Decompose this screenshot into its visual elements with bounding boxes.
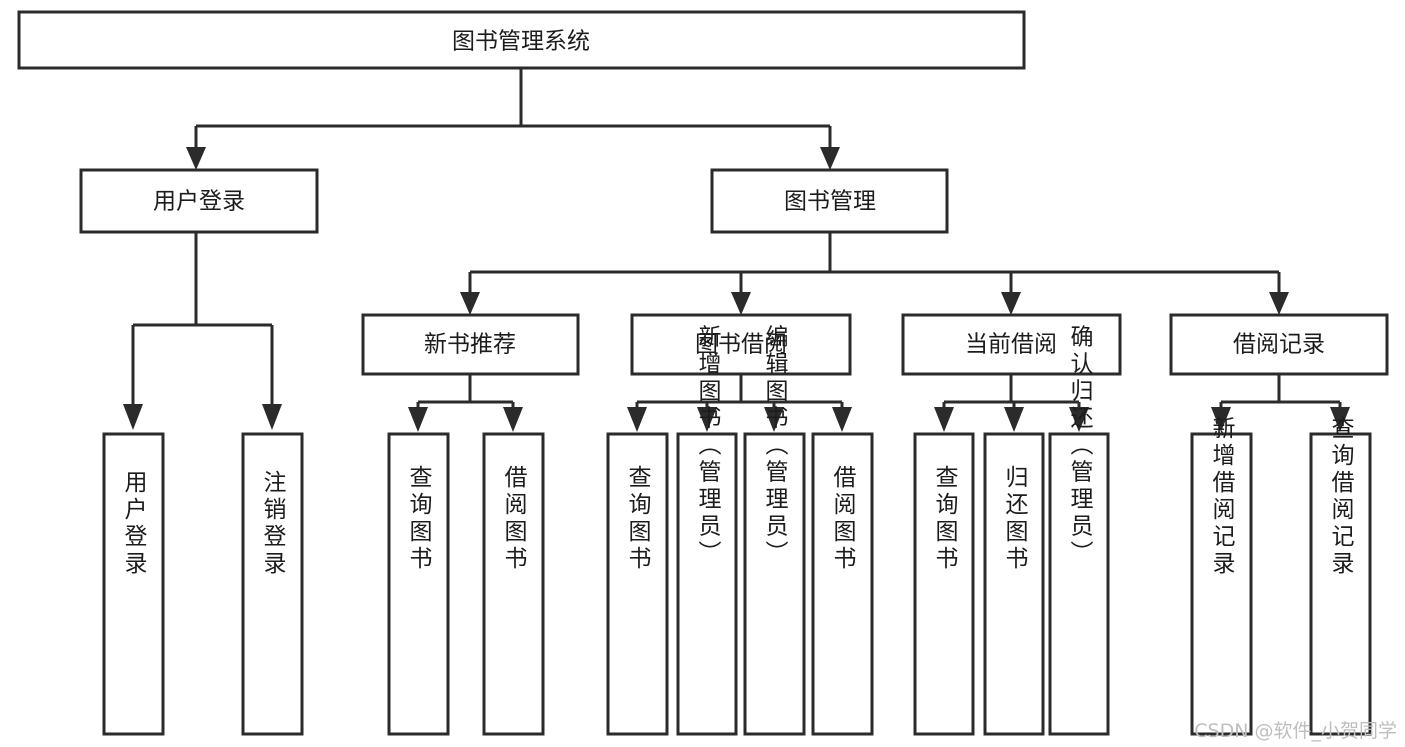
node-leaf-borrow-book-2[interactable]: 借阅图书 — [811, 432, 874, 736]
node-leaf-edit-book-label: 编辑图书（管理员） — [761, 325, 789, 568]
node-leaf-return-book-box[interactable] — [983, 432, 1045, 736]
node-leaf-query-book-3[interactable]: 查询图书 — [913, 432, 975, 736]
node-root-box[interactable] — [17, 10, 1026, 70]
node-leaf-edit-book-box[interactable] — [743, 432, 806, 736]
node-root-label: 图书管理系统 — [452, 29, 590, 55]
node-leaf-confirm-return[interactable]: 确认归还（管理员） — [1048, 325, 1110, 736]
node-current-borrow-box[interactable] — [901, 313, 1122, 376]
arrow-head-book-borrow — [731, 292, 751, 315]
node-book-borrow-box[interactable] — [630, 313, 852, 376]
node-borrow-record-label: 借阅记录 — [1233, 332, 1325, 358]
arrow-head-leaf-add-book — [697, 407, 717, 432]
node-leaf-logout[interactable]: 注销登录 — [241, 432, 304, 736]
node-leaf-query-book-2-box[interactable] — [606, 432, 669, 736]
arrow-head-user-login — [186, 147, 206, 170]
arrow-head-leaf-borrow-book-1 — [503, 407, 523, 432]
node-leaf-return-book[interactable]: 归还图书 — [983, 432, 1045, 736]
node-user-login-label: 用户登录 — [153, 189, 245, 215]
node-leaf-query-book-2-label: 查询图书 — [624, 465, 652, 573]
node-user-login[interactable]: 用户登录 — [79, 168, 319, 234]
arrow-head-current-borrow — [1001, 292, 1021, 315]
arrow-head-borrow-record — [1269, 292, 1289, 315]
node-book-borrow[interactable]: 图书借阅 — [630, 313, 852, 376]
node-book-borrow-label: 图书借阅 — [695, 332, 787, 358]
node-leaf-query-record[interactable]: 查询借阅记录 — [1309, 416, 1372, 736]
arrow-head-leaf-return-book — [1004, 407, 1024, 432]
node-leaf-query-record-box[interactable] — [1309, 432, 1372, 736]
node-leaf-user-login[interactable]: 用户登录 — [102, 432, 165, 736]
connector-layer — [123, 68, 1350, 432]
node-leaf-add-book-label: 新增图书（管理员） — [694, 325, 722, 568]
node-leaf-edit-book[interactable]: 编辑图书（管理员） — [743, 325, 806, 736]
arrow-head-leaf-logout — [262, 404, 282, 430]
node-leaf-query-book-3-label: 查询图书 — [931, 465, 959, 573]
node-book-manage-box[interactable] — [710, 168, 949, 234]
arrow-head-leaf-add-record — [1211, 407, 1231, 432]
node-leaf-logout-box[interactable] — [241, 432, 304, 736]
node-borrow-record-box[interactable] — [1169, 313, 1389, 376]
arrow-head-new-book-recommend — [460, 292, 480, 315]
arrow-head-leaf-query-record — [1330, 407, 1350, 432]
node-leaf-add-book[interactable]: 新增图书（管理员） — [676, 325, 738, 736]
node-leaf-query-book-1-box[interactable] — [387, 432, 450, 736]
arrow-head-leaf-confirm-return — [1069, 407, 1089, 432]
node-leaf-query-book-1[interactable]: 查询图书 — [387, 432, 450, 736]
node-new-book-recommend[interactable]: 新书推荐 — [361, 313, 580, 376]
arrow-head-leaf-query-book-2 — [627, 407, 647, 432]
arrow-head-book-manage — [820, 147, 840, 170]
node-leaf-confirm-return-label: 确认归还（管理员） — [1066, 325, 1094, 568]
node-book-manage[interactable]: 图书管理 — [710, 168, 949, 234]
node-book-manage-label: 图书管理 — [784, 189, 876, 215]
node-root[interactable]: 图书管理系统 — [17, 10, 1026, 70]
node-leaf-user-login-box[interactable] — [102, 432, 165, 736]
arrow-head-leaf-user-login — [123, 404, 143, 430]
node-leaf-query-record-label: 查询借阅记录 — [1327, 416, 1355, 578]
node-current-borrow[interactable]: 当前借阅 — [901, 313, 1122, 376]
node-current-borrow-label: 当前借阅 — [965, 332, 1057, 358]
node-leaf-borrow-book-1-label: 借阅图书 — [500, 465, 528, 573]
node-new-book-recommend-box[interactable] — [361, 313, 580, 376]
node-leaf-borrow-book-2-label: 借阅图书 — [829, 465, 857, 573]
node-leaf-add-record-label: 新增借阅记录 — [1208, 416, 1236, 578]
node-leaf-add-book-box[interactable] — [676, 432, 738, 736]
node-leaf-query-book-3-box[interactable] — [913, 432, 975, 736]
node-leaf-confirm-return-box[interactable] — [1048, 432, 1110, 736]
node-leaf-borrow-book-1[interactable]: 借阅图书 — [482, 432, 545, 736]
arrow-head-leaf-borrow-book-2 — [832, 407, 852, 432]
node-leaf-query-book-1-label: 查询图书 — [405, 465, 433, 573]
node-new-book-recommend-label: 新书推荐 — [424, 332, 516, 358]
node-leaf-query-book-2[interactable]: 查询图书 — [606, 432, 669, 736]
node-borrow-record[interactable]: 借阅记录 — [1169, 313, 1389, 376]
arrow-head-leaf-edit-book — [764, 407, 784, 432]
node-leaf-logout-label: 注销登录 — [259, 470, 287, 578]
node-leaf-return-book-label: 归还图书 — [1001, 465, 1029, 573]
node-user-login-box[interactable] — [79, 168, 319, 234]
node-leaf-user-login-label: 用户登录 — [120, 470, 148, 578]
node-leaf-add-record[interactable]: 新增借阅记录 — [1190, 416, 1253, 736]
arrow-head-leaf-query-book-1 — [408, 407, 428, 432]
arrow-head-leaf-query-book-3 — [934, 407, 954, 432]
node-leaf-add-record-box[interactable] — [1190, 432, 1253, 736]
node-leaf-borrow-book-1-box[interactable] — [482, 432, 545, 736]
node-leaf-borrow-book-2-box[interactable] — [811, 432, 874, 736]
